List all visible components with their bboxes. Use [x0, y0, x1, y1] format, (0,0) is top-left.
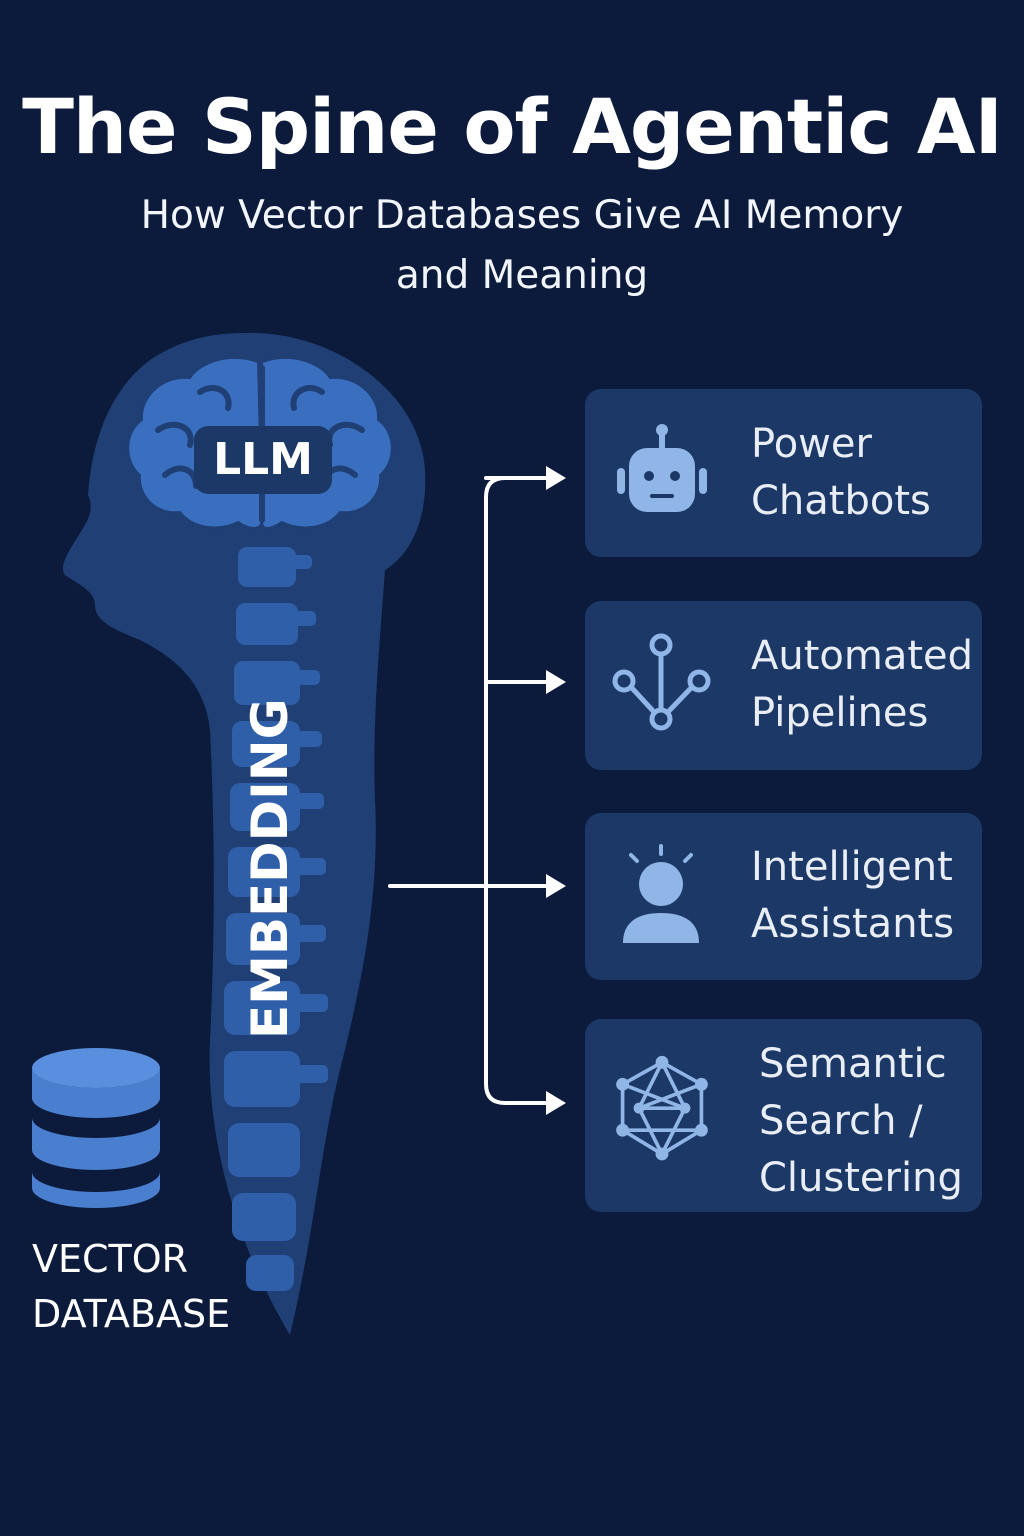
card-label: Automated Pipelines: [751, 633, 974, 736]
card-automated-pipelines: Automated Pipelines: [585, 601, 982, 770]
card-power-chatbots: Power Chatbots: [585, 389, 982, 557]
card-intelligent-assistants: Intelligent Assistants: [585, 813, 982, 980]
page-subtitle: How Vector Databases Give AI Memory and …: [140, 193, 904, 298]
connector-lines: [388, 476, 552, 1105]
llm-label: LLM: [194, 426, 332, 494]
vector-database-label: VECTOR DATABASE: [32, 1237, 231, 1336]
network-icon: [616, 1055, 708, 1161]
card-label: Semantic Search / Clustering: [759, 1041, 963, 1201]
arrowheads: [546, 466, 566, 1115]
database-icon: [32, 1048, 160, 1208]
page-title: The Spine of Agentic AI: [22, 82, 1003, 171]
card-label: Intelligent Assistants: [751, 844, 955, 947]
card-semantic-search: Semantic Search / Clustering: [585, 1019, 982, 1212]
robot-icon: [617, 424, 707, 512]
card-label: Power Chatbots: [751, 421, 931, 524]
spine-vertebrae: [224, 547, 328, 1291]
embedding-label: EMBEDDING: [241, 698, 299, 1039]
pipeline-icon: [612, 633, 711, 731]
head-silhouette: [62, 332, 426, 1335]
assistant-icon: [623, 844, 699, 943]
